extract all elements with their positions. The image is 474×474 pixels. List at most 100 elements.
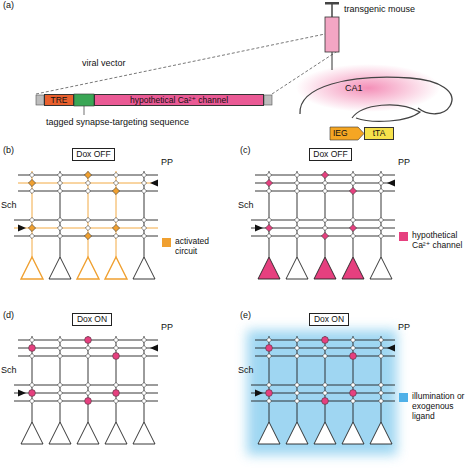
- synapse: [349, 224, 356, 231]
- neuron-soma: [370, 257, 392, 279]
- pp-arrowhead: [150, 180, 158, 187]
- box-text: tTA: [373, 129, 386, 138]
- neuron-soma: [105, 257, 127, 279]
- synapse: [294, 345, 299, 350]
- circuit-panel: [14, 336, 158, 444]
- panel-letter: (a): [3, 1, 14, 11]
- pathway-label: Sch: [238, 201, 254, 211]
- pp-arrowhead: [387, 180, 395, 187]
- targeting-sequence: [74, 94, 94, 106]
- synapse: [85, 390, 90, 395]
- neuron-soma: [314, 257, 336, 279]
- synapse: [266, 188, 271, 193]
- hippocampus-dg: [352, 105, 420, 121]
- neuron-soma: [258, 422, 280, 444]
- sch-arrowhead: [255, 225, 263, 232]
- synapse: [294, 382, 299, 387]
- vector-end: [36, 95, 44, 105]
- synapse: [378, 233, 383, 238]
- synapse: [84, 171, 91, 178]
- box-text: IEG: [333, 129, 348, 138]
- legend-swatch: [399, 232, 408, 241]
- synapse: [112, 187, 119, 194]
- synapse: [350, 382, 355, 387]
- synapse: [266, 172, 271, 177]
- synapse: [294, 172, 299, 177]
- neuron-soma: [21, 257, 43, 279]
- synapse: [350, 398, 355, 403]
- synapse: [141, 217, 146, 222]
- synapse: [141, 225, 146, 230]
- annotation: tagged synapse-targeting sequence: [46, 118, 189, 128]
- synapse: [266, 353, 271, 358]
- pp-arrowhead: [150, 345, 158, 352]
- tagged-synapse: [29, 390, 36, 397]
- hippocampus-ca: [300, 77, 452, 114]
- condition-box: Dox OFF: [72, 148, 115, 161]
- synapse: [113, 382, 118, 387]
- synapse: [378, 217, 383, 222]
- annotation: viral vector: [82, 59, 126, 69]
- neuron-soma: [49, 257, 71, 279]
- vector-end: [264, 95, 272, 105]
- synapse: [141, 188, 146, 193]
- synapse: [57, 390, 62, 395]
- synapse: [85, 180, 90, 185]
- synapse: [57, 398, 62, 403]
- pathway-label: Sch: [238, 366, 254, 376]
- panel-letter: (b): [3, 146, 14, 156]
- synapse: [350, 233, 355, 238]
- tagged-synapse: [266, 390, 273, 397]
- synapse: [29, 188, 34, 193]
- gene-box: tTA: [364, 127, 394, 140]
- synapse: [113, 180, 118, 185]
- synapse: [141, 353, 146, 358]
- condition-box: Dox ON: [309, 313, 349, 326]
- synapse: [294, 390, 299, 395]
- synapse: [113, 337, 118, 342]
- synapse: [350, 172, 355, 177]
- synapse: [28, 224, 35, 231]
- legend-text: activated circuit: [175, 237, 231, 257]
- neuron-soma: [133, 257, 155, 279]
- legend-item: hypothetical Ca²⁺ channel: [399, 231, 468, 251]
- synapse: [29, 398, 34, 403]
- synapse: [57, 382, 62, 387]
- legend-item: activated circuit: [162, 237, 231, 257]
- synapse: [265, 224, 272, 231]
- tagged-synapse: [113, 353, 120, 360]
- synapse: [294, 398, 299, 403]
- synapse: [378, 345, 383, 350]
- synapse: [294, 217, 299, 222]
- box-text: Dox ON: [314, 315, 344, 324]
- synapse: [29, 337, 34, 342]
- synapse: [113, 233, 118, 238]
- synapse: [141, 233, 146, 238]
- synapse: [294, 337, 299, 342]
- gene-box: hypothetical Ca²⁺ channel: [94, 94, 264, 106]
- panel-letter: (d): [3, 311, 14, 321]
- synapse: [85, 188, 90, 193]
- synapse: [350, 345, 355, 350]
- tagged-synapse: [322, 337, 329, 344]
- leader-line: [84, 106, 85, 115]
- synapse: [57, 345, 62, 350]
- synapse: [141, 172, 146, 177]
- syringe-body: [325, 17, 339, 52]
- pp-arrowhead: [387, 345, 395, 352]
- neuron-soma: [314, 422, 336, 444]
- synapse: [378, 382, 383, 387]
- sch-arrowhead: [18, 225, 26, 232]
- synapse: [141, 337, 146, 342]
- synapse: [57, 172, 62, 177]
- synapse: [29, 217, 34, 222]
- legend-swatch: [162, 238, 171, 247]
- synapse: [29, 353, 34, 358]
- circuit-panel: [247, 330, 397, 455]
- synapse: [266, 337, 271, 342]
- synapse: [85, 225, 90, 230]
- neuron-soma: [21, 422, 43, 444]
- synapse: [57, 188, 62, 193]
- synapse: [57, 233, 62, 238]
- synapse: [350, 180, 355, 185]
